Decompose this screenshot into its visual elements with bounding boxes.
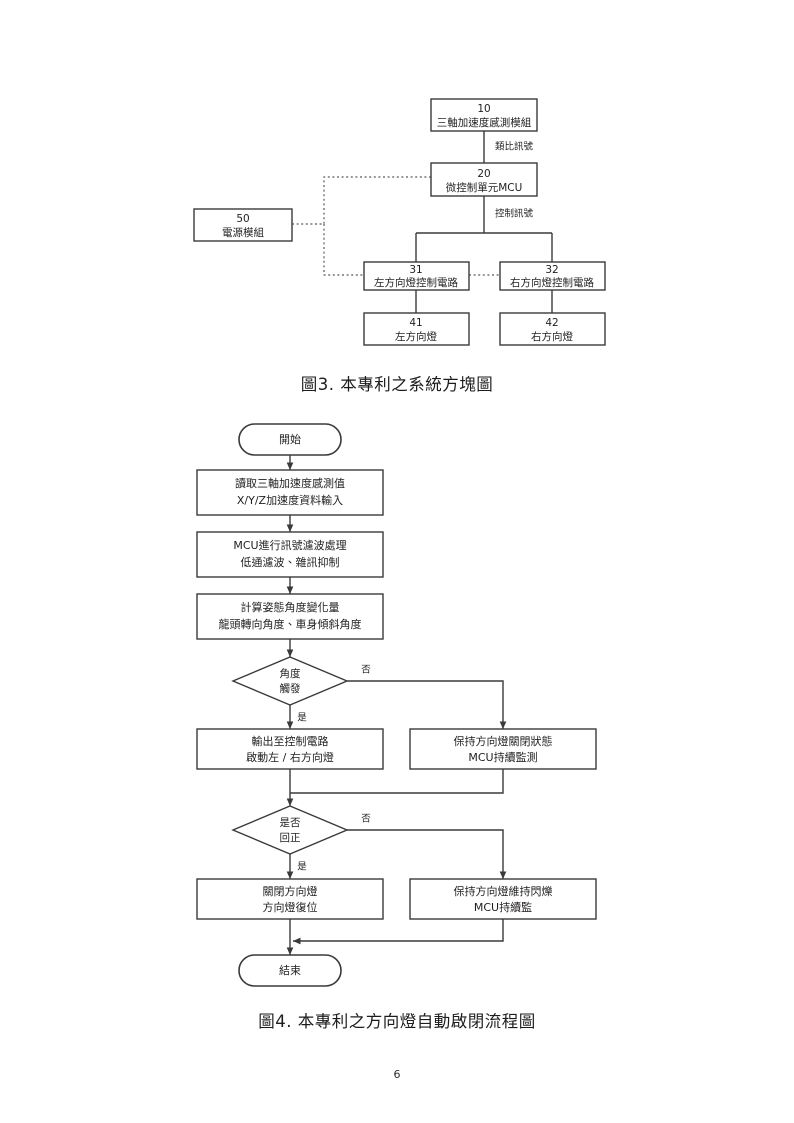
block-31-ref: 31 <box>409 264 422 276</box>
flow-decision1-no-label: 否 <box>361 665 371 676</box>
flow-decision1-yes-label: 是 <box>297 713 307 724</box>
figure-3-caption: 圖3. 本專利之系統方塊圖 <box>300 375 494 394</box>
figure-3-block-diagram: 10 三軸加速度感測模組 類比訊號 20 微控制單元MCU 控制訊號 50 電源… <box>193 98 606 346</box>
flow-step-output-line1: 輸出至控制電路 <box>252 734 329 748</box>
block-42-label: 右方向燈 <box>531 330 573 343</box>
edge-power-to-mcu <box>292 176 431 225</box>
flow-step-filter[interactable]: MCU進行訊號濾波處理 低通濾波、雜訊抑制 <box>196 531 384 578</box>
page-number: 6 <box>393 1068 401 1081</box>
flow-decision-angle-trigger[interactable]: 角度 觸發 <box>231 656 349 706</box>
edge-decision2-no <box>347 829 507 879</box>
flow-step-read-line1: 讀取三軸加速度感測值 <box>235 476 345 490</box>
flow-end-terminator[interactable]: 結束 <box>238 954 342 987</box>
flow-step-filter-line1: MCU進行訊號濾波處理 <box>233 538 346 552</box>
block-42-ref: 42 <box>545 317 558 329</box>
flow-step-angle[interactable]: 計算姿態角度變化量 龍頭轉向角度、車身傾斜角度 <box>196 593 384 640</box>
block-32-right-lamp-control-circuit[interactable]: 32 右方向燈控制電路 <box>499 261 606 291</box>
flow-step-turnoff-line2: 方向燈復位 <box>263 900 318 914</box>
flow-step-turnoff-line1: 關閉方向燈 <box>263 884 318 898</box>
edge-keepoff-merge <box>290 769 504 794</box>
block-31-left-lamp-control-circuit[interactable]: 31 左方向燈控制電路 <box>363 261 470 291</box>
flow-step-read[interactable]: 讀取三軸加速度感測值 X/Y/Z加速度資料輸入 <box>196 469 384 516</box>
flow-decision2-line2: 回正 <box>280 832 301 844</box>
edge-power-to-left-circuit <box>323 224 364 276</box>
flow-end-label: 結束 <box>279 963 301 977</box>
block-31-label: 左方向燈控制電路 <box>374 276 458 289</box>
flow-step-keep-blink[interactable]: 保持方向燈維持閃爍 MCU持續監 <box>409 878 597 920</box>
edge-label-control-signal: 控制訊號 <box>495 208 534 220</box>
block-42-right-lamp[interactable]: 42 右方向燈 <box>499 312 606 346</box>
block-20-ref: 20 <box>477 168 490 180</box>
edge-label-analog-signal: 類比訊號 <box>495 141 534 153</box>
figure-4-flowchart: 開始 讀取三軸加速度感測值 X/Y/Z加速度資料輸入 MCU進行訊號濾波處理 低… <box>196 423 597 987</box>
edge-decision1-no <box>347 680 507 729</box>
fig4-connectors <box>286 455 507 955</box>
block-50-power-module[interactable]: 50 電源模組 <box>193 208 293 242</box>
flow-decision2-yes-label: 是 <box>297 862 307 873</box>
flow-decision2-no-label: 否 <box>361 814 371 825</box>
block-50-ref: 50 <box>236 213 249 225</box>
flow-decision1-line2: 觸發 <box>280 682 301 695</box>
flow-decision1-line1: 角度 <box>280 667 301 680</box>
flow-step-keepoff-line1: 保持方向燈關閉狀態 <box>454 734 553 748</box>
flow-decision2-line1: 是否 <box>280 817 301 829</box>
block-20-mcu[interactable]: 20 微控制單元MCU <box>430 162 538 197</box>
flow-start-label: 開始 <box>279 433 301 446</box>
flow-step-output-line2: 啟動左 / 右方向燈 <box>246 750 334 764</box>
fig3-connectors <box>292 131 553 313</box>
flow-step-output-on[interactable]: 輸出至控制電路 啟動左 / 右方向燈 <box>196 728 384 770</box>
block-20-label: 微控制單元MCU <box>446 181 523 194</box>
flow-start-terminator[interactable]: 開始 <box>238 423 342 456</box>
block-10-ref: 10 <box>477 103 490 115</box>
block-41-label: 左方向燈 <box>395 330 437 343</box>
edge-keepblink-merge <box>293 919 504 945</box>
flow-step-keepblink-line1: 保持方向燈維持閃爍 <box>454 884 553 898</box>
flow-step-turn-off[interactable]: 關閉方向燈 方向燈復位 <box>196 878 384 920</box>
block-10-triaxial-sensor[interactable]: 10 三軸加速度感測模組 <box>430 98 538 132</box>
flow-step-keepblink-line2: MCU持續監 <box>474 900 532 914</box>
flow-step-filter-line2: 低通濾波、雜訊抑制 <box>241 555 340 569</box>
figure-4-caption: 圖4. 本專利之方向燈自動啟閉流程圖 <box>258 1012 536 1031</box>
block-32-ref: 32 <box>545 264 558 276</box>
flow-step-keepoff-line2: MCU持續監測 <box>468 750 537 764</box>
block-32-label: 右方向燈控制電路 <box>510 276 594 289</box>
flow-step-angle-line2: 龍頭轉向角度、車身傾斜角度 <box>219 617 362 631</box>
block-41-left-lamp[interactable]: 41 左方向燈 <box>363 312 470 346</box>
block-41-ref: 41 <box>409 317 422 329</box>
flow-step-read-line2: X/Y/Z加速度資料輸入 <box>237 493 343 507</box>
flow-step-keep-off[interactable]: 保持方向燈關閉狀態 MCU持續監測 <box>409 728 597 770</box>
flow-step-angle-line1: 計算姿態角度變化量 <box>241 600 340 614</box>
block-50-label: 電源模組 <box>222 226 264 239</box>
block-10-label: 三軸加速度感測模組 <box>437 116 532 129</box>
flow-decision-return-center[interactable]: 是否 回正 <box>231 805 349 855</box>
